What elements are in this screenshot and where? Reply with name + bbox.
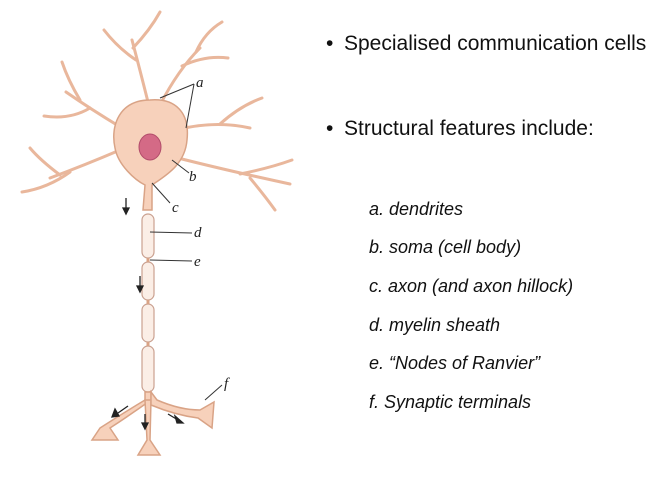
nucleus bbox=[138, 133, 162, 161]
myelin-segment bbox=[141, 303, 155, 343]
neuron-diagram: a b c d e f bbox=[20, 10, 294, 456]
label-d: d bbox=[194, 225, 202, 241]
bullet-point: • Specialised communication cells bbox=[326, 32, 646, 56]
feature-synaptic-terminals: f. Synaptic terminals bbox=[369, 392, 532, 412]
dendrite-branches bbox=[20, 10, 294, 212]
myelin-segment bbox=[141, 261, 155, 301]
label-a: a bbox=[196, 75, 204, 91]
label-b: b bbox=[189, 169, 197, 185]
bullet-point: • Structural features include: bbox=[326, 117, 594, 141]
myelin-segment bbox=[141, 345, 155, 393]
bullet-text: Specialised communication cells bbox=[344, 32, 647, 55]
feature-nodes-of-ranvier: e. “Nodes of Ranvier” bbox=[369, 353, 541, 373]
myelin-segment bbox=[141, 213, 155, 259]
label-e: e bbox=[194, 254, 201, 270]
flow-arrows bbox=[111, 198, 185, 431]
feature-myelin-sheath: d. myelin sheath bbox=[369, 315, 501, 335]
label-f: f bbox=[224, 376, 230, 392]
bullet-text: Structural features include: bbox=[344, 117, 594, 140]
bullet-glyph: • bbox=[326, 117, 334, 140]
label-c: c bbox=[172, 200, 179, 216]
bullet-glyph: • bbox=[326, 32, 334, 55]
axon-terminals bbox=[90, 389, 215, 456]
pointer-lines bbox=[149, 83, 223, 401]
feature-dendrites: a. dendrites bbox=[369, 199, 464, 219]
feature-soma: b. soma (cell body) bbox=[369, 237, 522, 257]
feature-axon: c. axon (and axon hillock) bbox=[369, 276, 574, 296]
